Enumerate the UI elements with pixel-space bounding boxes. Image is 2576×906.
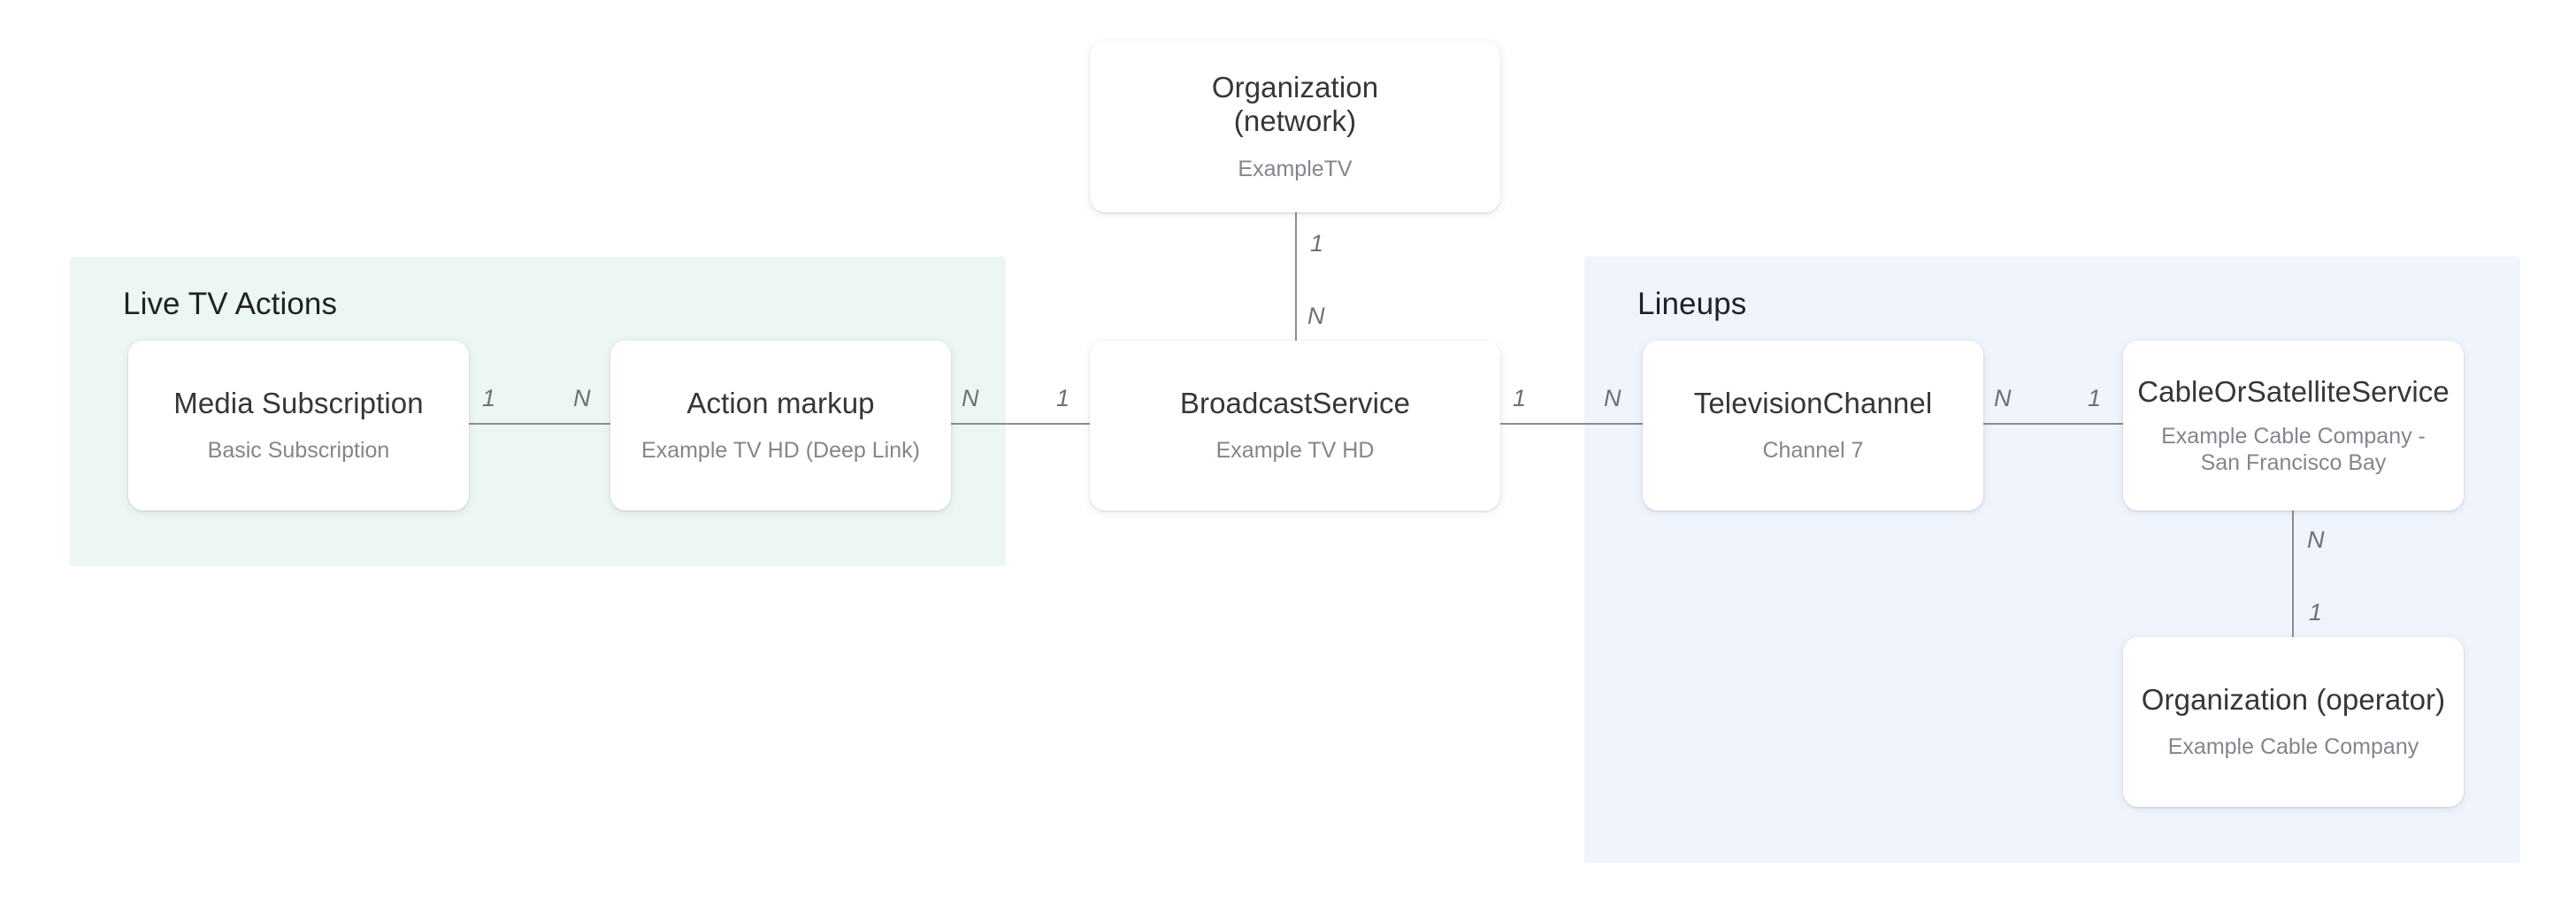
node-organization-network[interactable]: Organization (network) ExampleTV <box>1090 41 1500 212</box>
group-title-lineups: Lineups <box>1637 287 1747 321</box>
edge-line-org-network-to-broadcast-service <box>1295 212 1297 341</box>
node-title-television-channel: TelevisionChannel <box>1693 387 1933 420</box>
node-title-cable-or-satellite-service: CableOrSatelliteService <box>2137 374 2450 408</box>
node-subtitle-cable-or-satellite-service: Example Cable Company - San Francisco Ba… <box>2161 424 2426 475</box>
edge-line-television-channel-to-cable-or-satellite-service <box>1983 423 2123 425</box>
node-television-channel[interactable]: TelevisionChannel Channel 7 <box>1643 341 1983 511</box>
node-subtitle-action-markup: Example TV HD (Deep Link) <box>641 438 920 464</box>
node-title-organization-operator: Organization (operator) <box>2141 683 2446 717</box>
node-media-subscription[interactable]: Media Subscription Basic Subscription <box>128 341 469 511</box>
node-action-markup[interactable]: Action markup Example TV HD (Deep Link) <box>610 341 951 511</box>
edge-cardinality-broadcast-service-in-left: 1 <box>1056 385 1070 411</box>
node-subtitle-organization-operator: Example Cable Company <box>2167 734 2419 760</box>
edge-line-broadcast-service-to-television-channel <box>1500 423 1643 425</box>
edge-cardinality-org-network-out: 1 <box>1310 230 1324 257</box>
edge-cardinality-cable-or-satellite-service-in: 1 <box>2088 385 2102 411</box>
edge-cardinality-television-channel-out: N <box>1994 385 2012 411</box>
node-title-organization-network: Organization (network) <box>1211 70 1379 138</box>
edge-line-action-markup-to-broadcast-service <box>951 423 1090 425</box>
group-title-live-tv-actions: Live TV Actions <box>123 287 338 321</box>
edge-cardinality-action-markup-out: N <box>962 385 979 411</box>
node-subtitle-broadcast-service: Example TV HD <box>1215 438 1375 464</box>
edge-line-cable-or-satellite-service-to-org-operator <box>2292 509 2294 637</box>
node-subtitle-organization-network: ExampleTV <box>1238 156 1353 181</box>
edge-cardinality-broadcast-service-out: 1 <box>1513 385 1527 411</box>
edge-cardinality-broadcast-service-in-top: N <box>1307 303 1325 329</box>
edge-line-media-subscription-to-action-markup <box>469 423 610 425</box>
edge-cardinality-television-channel-in: N <box>1604 385 1622 411</box>
node-title-action-markup: Action markup <box>686 387 875 420</box>
edge-cardinality-org-operator-in: 1 <box>2309 599 2323 626</box>
node-title-media-subscription: Media Subscription <box>173 387 424 420</box>
node-subtitle-media-subscription: Basic Subscription <box>207 438 390 464</box>
edge-cardinality-cable-or-satellite-service-out: N <box>2307 526 2325 553</box>
node-organization-operator[interactable]: Organization (operator) Example Cable Co… <box>2123 637 2464 807</box>
node-broadcast-service[interactable]: BroadcastService Example TV HD <box>1090 341 1500 511</box>
node-subtitle-television-channel: Channel 7 <box>1762 438 1864 464</box>
node-title-broadcast-service: BroadcastService <box>1179 387 1411 420</box>
edge-cardinality-action-markup-in: N <box>573 385 591 411</box>
edge-cardinality-media-subscription-out: 1 <box>482 385 496 411</box>
node-cable-or-satellite-service[interactable]: CableOrSatelliteService Example Cable Co… <box>2123 341 2464 511</box>
